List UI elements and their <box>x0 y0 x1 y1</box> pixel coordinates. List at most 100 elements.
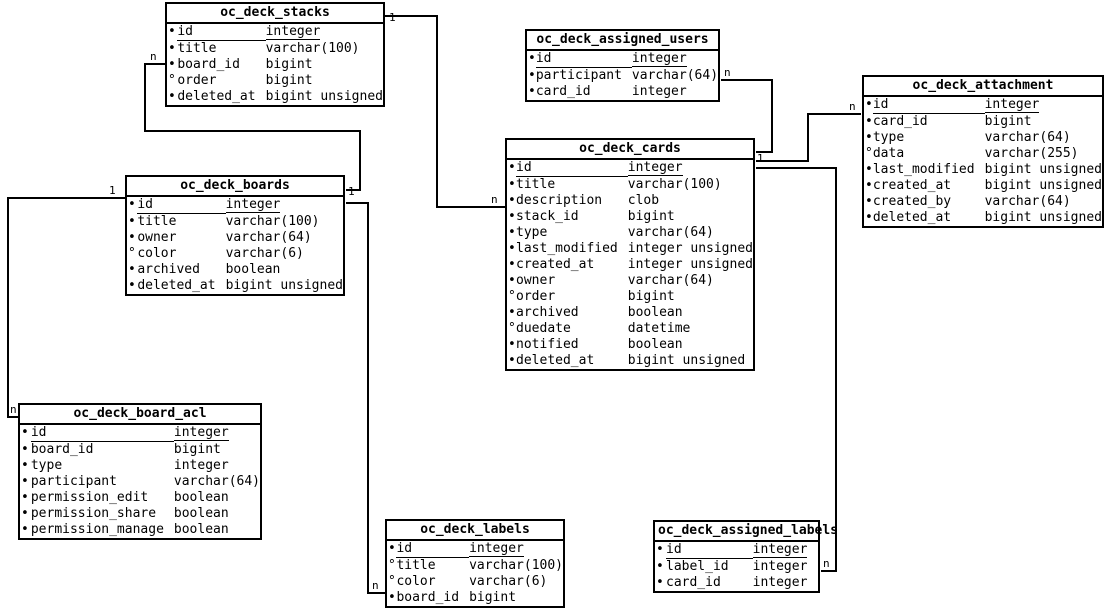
column-name: deleted_at <box>516 353 595 368</box>
column-type: integer <box>631 84 687 99</box>
column-name: deleted_at <box>137 278 216 293</box>
cardinality-label: 1 <box>348 185 355 198</box>
cardinality-label: 1 <box>109 184 116 197</box>
column-name: archived <box>516 305 579 320</box>
column-name: description <box>516 193 603 208</box>
column-type: bigint <box>469 590 517 605</box>
column-name: deleted_at <box>872 210 952 225</box>
notnull-marker-icon: • <box>128 197 136 212</box>
column-name: id <box>30 425 174 442</box>
column-type: varchar(64) <box>173 474 260 489</box>
notnull-marker-icon: • <box>21 522 29 537</box>
column-name: archived <box>137 262 200 277</box>
column-name: participant <box>535 68 622 83</box>
column-type: integer <box>173 425 229 441</box>
column-name: id <box>177 24 266 41</box>
column-name: notified <box>516 337 579 352</box>
column-type: bigint <box>265 57 313 72</box>
notnull-marker-icon: • <box>508 241 516 256</box>
column-type: bigint unsigned <box>984 162 1102 177</box>
notnull-marker-icon: • <box>128 230 136 245</box>
cardinality-label: n <box>491 193 498 206</box>
column-type: varchar(64) <box>631 67 719 83</box>
notnull-marker-icon: • <box>388 590 396 605</box>
column-type: integer <box>984 97 1040 113</box>
notnull-marker-icon: • <box>508 273 516 288</box>
column-name: order <box>516 289 556 304</box>
cardinality-label: n <box>10 403 17 416</box>
column-name: last_modified <box>516 241 618 256</box>
cardinality-label: n <box>372 579 379 592</box>
column-type: boolean <box>173 490 229 505</box>
column-name: owner <box>137 230 177 245</box>
column-name: deleted_at <box>177 89 256 104</box>
column-type: bigint <box>984 113 1032 129</box>
column-name: id <box>396 541 470 558</box>
column-name: id <box>137 197 226 214</box>
notnull-marker-icon: • <box>865 113 873 129</box>
column-name: stack_id <box>516 209 579 224</box>
column-name: created_at <box>516 257 595 272</box>
notnull-marker-icon: • <box>168 89 176 104</box>
column-type: boolean <box>627 305 683 320</box>
notnull-marker-icon: • <box>508 176 516 192</box>
column-name: owner <box>516 273 556 288</box>
notnull-marker-icon: • <box>865 130 873 145</box>
column-name: title <box>516 177 556 192</box>
column-type: integer <box>265 24 321 40</box>
notnull-marker-icon: • <box>508 257 516 272</box>
column-type: bigint unsigned <box>265 89 383 104</box>
column-type: clob <box>627 193 660 208</box>
column-type: varchar(64) <box>627 273 714 288</box>
nullable-marker-icon: ° <box>388 574 396 589</box>
cardinality-label: n <box>823 557 830 570</box>
column-type: varchar(255) <box>984 146 1079 161</box>
column-type: integer <box>752 575 808 590</box>
cardinality-label: n <box>724 66 731 79</box>
notnull-marker-icon: • <box>168 57 176 72</box>
relationship-line <box>721 79 773 153</box>
relationship-line <box>144 63 361 191</box>
column-type: bigint unsigned <box>225 278 343 293</box>
column-type: bigint unsigned <box>984 178 1102 193</box>
column-name: title <box>396 558 436 573</box>
notnull-marker-icon: • <box>865 210 873 225</box>
column-name: board_id <box>30 442 94 457</box>
column-type: integer <box>752 558 808 574</box>
column-type: integer <box>173 458 229 473</box>
column-type: varchar(64) <box>984 130 1071 145</box>
column-type: bigint <box>265 73 313 88</box>
notnull-marker-icon: • <box>508 225 516 240</box>
entity-title: oc_deck_labels <box>387 521 563 541</box>
column-name: participant <box>30 474 117 489</box>
